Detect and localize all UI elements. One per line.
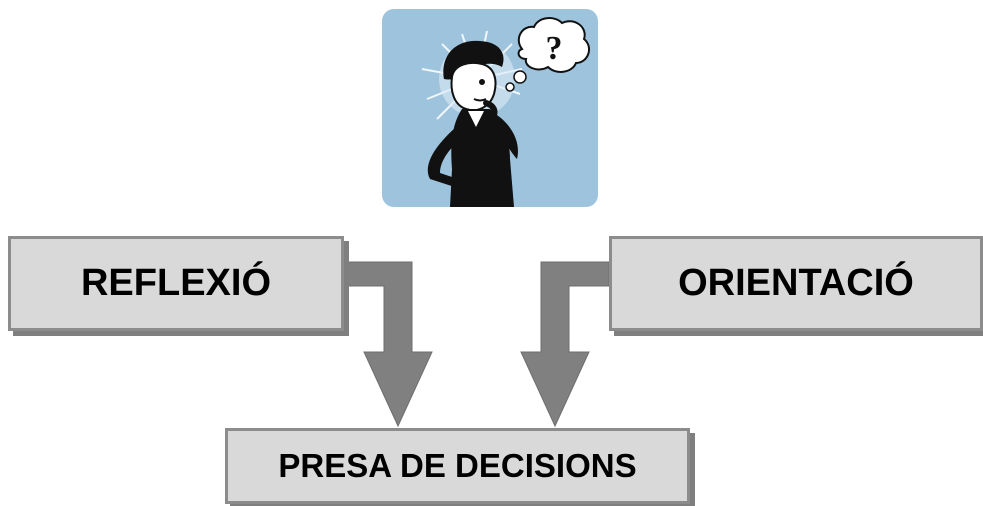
node-orientacio-label: ORIENTACIÓ	[678, 262, 914, 304]
thought-cloud	[517, 17, 591, 73]
arrow-orientacio-to-presa	[520, 261, 610, 428]
arm-hip	[427, 127, 470, 191]
arm-raised	[490, 111, 518, 159]
node-presa-de-decisions: PRESA DE DECISIONS	[225, 428, 690, 504]
face	[450, 61, 497, 112]
question-mark: ?	[546, 30, 563, 67]
thinking-person-question-icon: ?	[382, 9, 598, 207]
node-reflexio-label: REFLEXIÓ	[80, 262, 272, 304]
node-orientacio: ORIENTACIÓ	[609, 236, 983, 331]
arrow-reflexio-to-presa	[343, 261, 433, 428]
node-reflexio: REFLEXIÓ	[8, 236, 344, 331]
node-presa-label: PRESA DE DECISIONS	[278, 447, 637, 484]
